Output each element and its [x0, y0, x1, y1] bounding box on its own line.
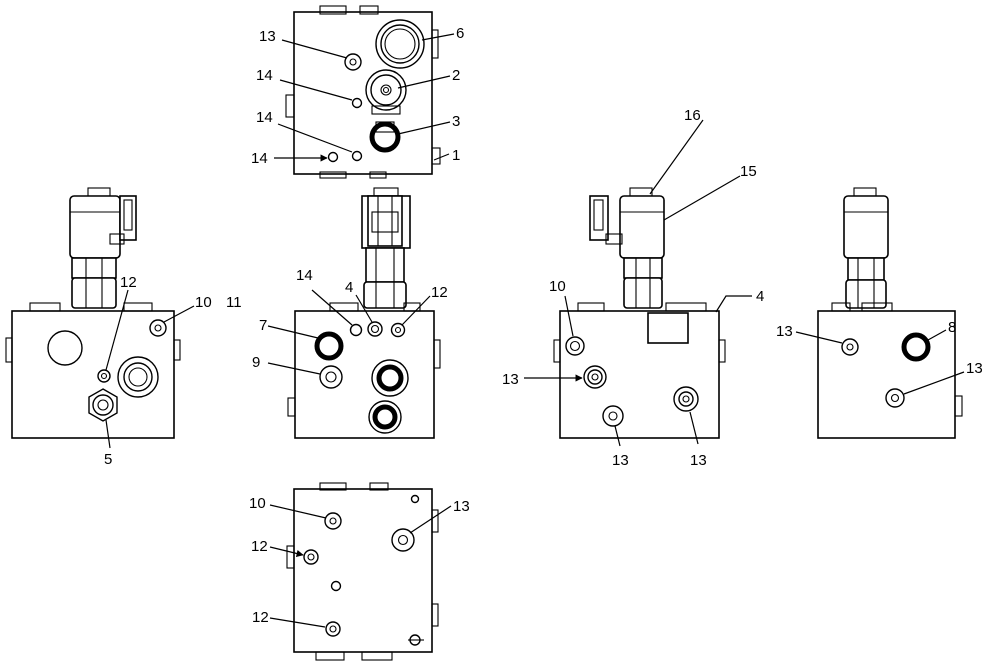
callout-10: 10	[249, 495, 266, 512]
callout-14: 14	[296, 267, 313, 284]
port-14-front	[349, 323, 363, 337]
callout-12: 12	[431, 284, 448, 301]
front-view-block	[294, 310, 435, 439]
callout-13: 13	[612, 452, 629, 469]
callout-12: 12	[120, 274, 137, 291]
callout-13: 13	[259, 28, 276, 45]
far-right-block	[817, 310, 956, 439]
port-14-c	[327, 151, 339, 163]
solenoid-connector	[119, 195, 137, 241]
bottom-view: 10 12 12 13	[249, 482, 470, 661]
callout-13: 13	[453, 498, 470, 515]
solenoid-coil-rear	[843, 195, 889, 259]
top-view: 13 14 14 14 6 2 3 1	[251, 5, 464, 179]
callout-1: 1	[452, 147, 460, 164]
callout-3: 3	[452, 113, 460, 130]
callout-2: 2	[452, 67, 460, 84]
side-plug	[285, 94, 295, 118]
far-right-view: 13 8 13	[776, 187, 983, 439]
callout-12: 12	[251, 538, 268, 555]
callout-15: 15	[740, 163, 757, 180]
left-view: 12 10 11 5	[5, 187, 242, 468]
callout-7: 7	[259, 317, 267, 334]
connector-3	[369, 121, 401, 153]
callout-8: 8	[948, 319, 956, 336]
callout-10: 10	[549, 278, 566, 295]
port-14-a	[351, 97, 363, 109]
bottom-view-block	[293, 488, 433, 653]
callout-12: 12	[252, 609, 269, 626]
callout-6: 6	[456, 25, 464, 42]
solenoid-coil-side	[619, 195, 665, 259]
port-8	[901, 332, 931, 362]
port-14-b	[351, 150, 363, 162]
callout-14: 14	[251, 150, 268, 167]
callout-4: 4	[756, 288, 764, 305]
callout-13: 13	[690, 452, 707, 469]
callout-14: 14	[256, 67, 273, 84]
callout-16: 16	[684, 107, 701, 124]
callout-4: 4	[345, 279, 353, 296]
front-view: 14 4 12 7 9	[252, 187, 448, 439]
callout-5: 5	[104, 451, 112, 468]
callout-13: 13	[966, 360, 983, 377]
callout-11: 11	[226, 294, 242, 311]
callout-13: 13	[502, 371, 519, 388]
callout-10: 10	[195, 294, 212, 311]
callout-14: 14	[256, 109, 273, 126]
port-7	[314, 331, 344, 361]
callout-13: 13	[776, 323, 793, 340]
callout-9: 9	[252, 354, 260, 371]
solenoid-coil	[69, 195, 121, 259]
right-side-view: 10 13 13 13 16 15 4	[502, 107, 764, 469]
rectangular-pad	[647, 312, 689, 344]
